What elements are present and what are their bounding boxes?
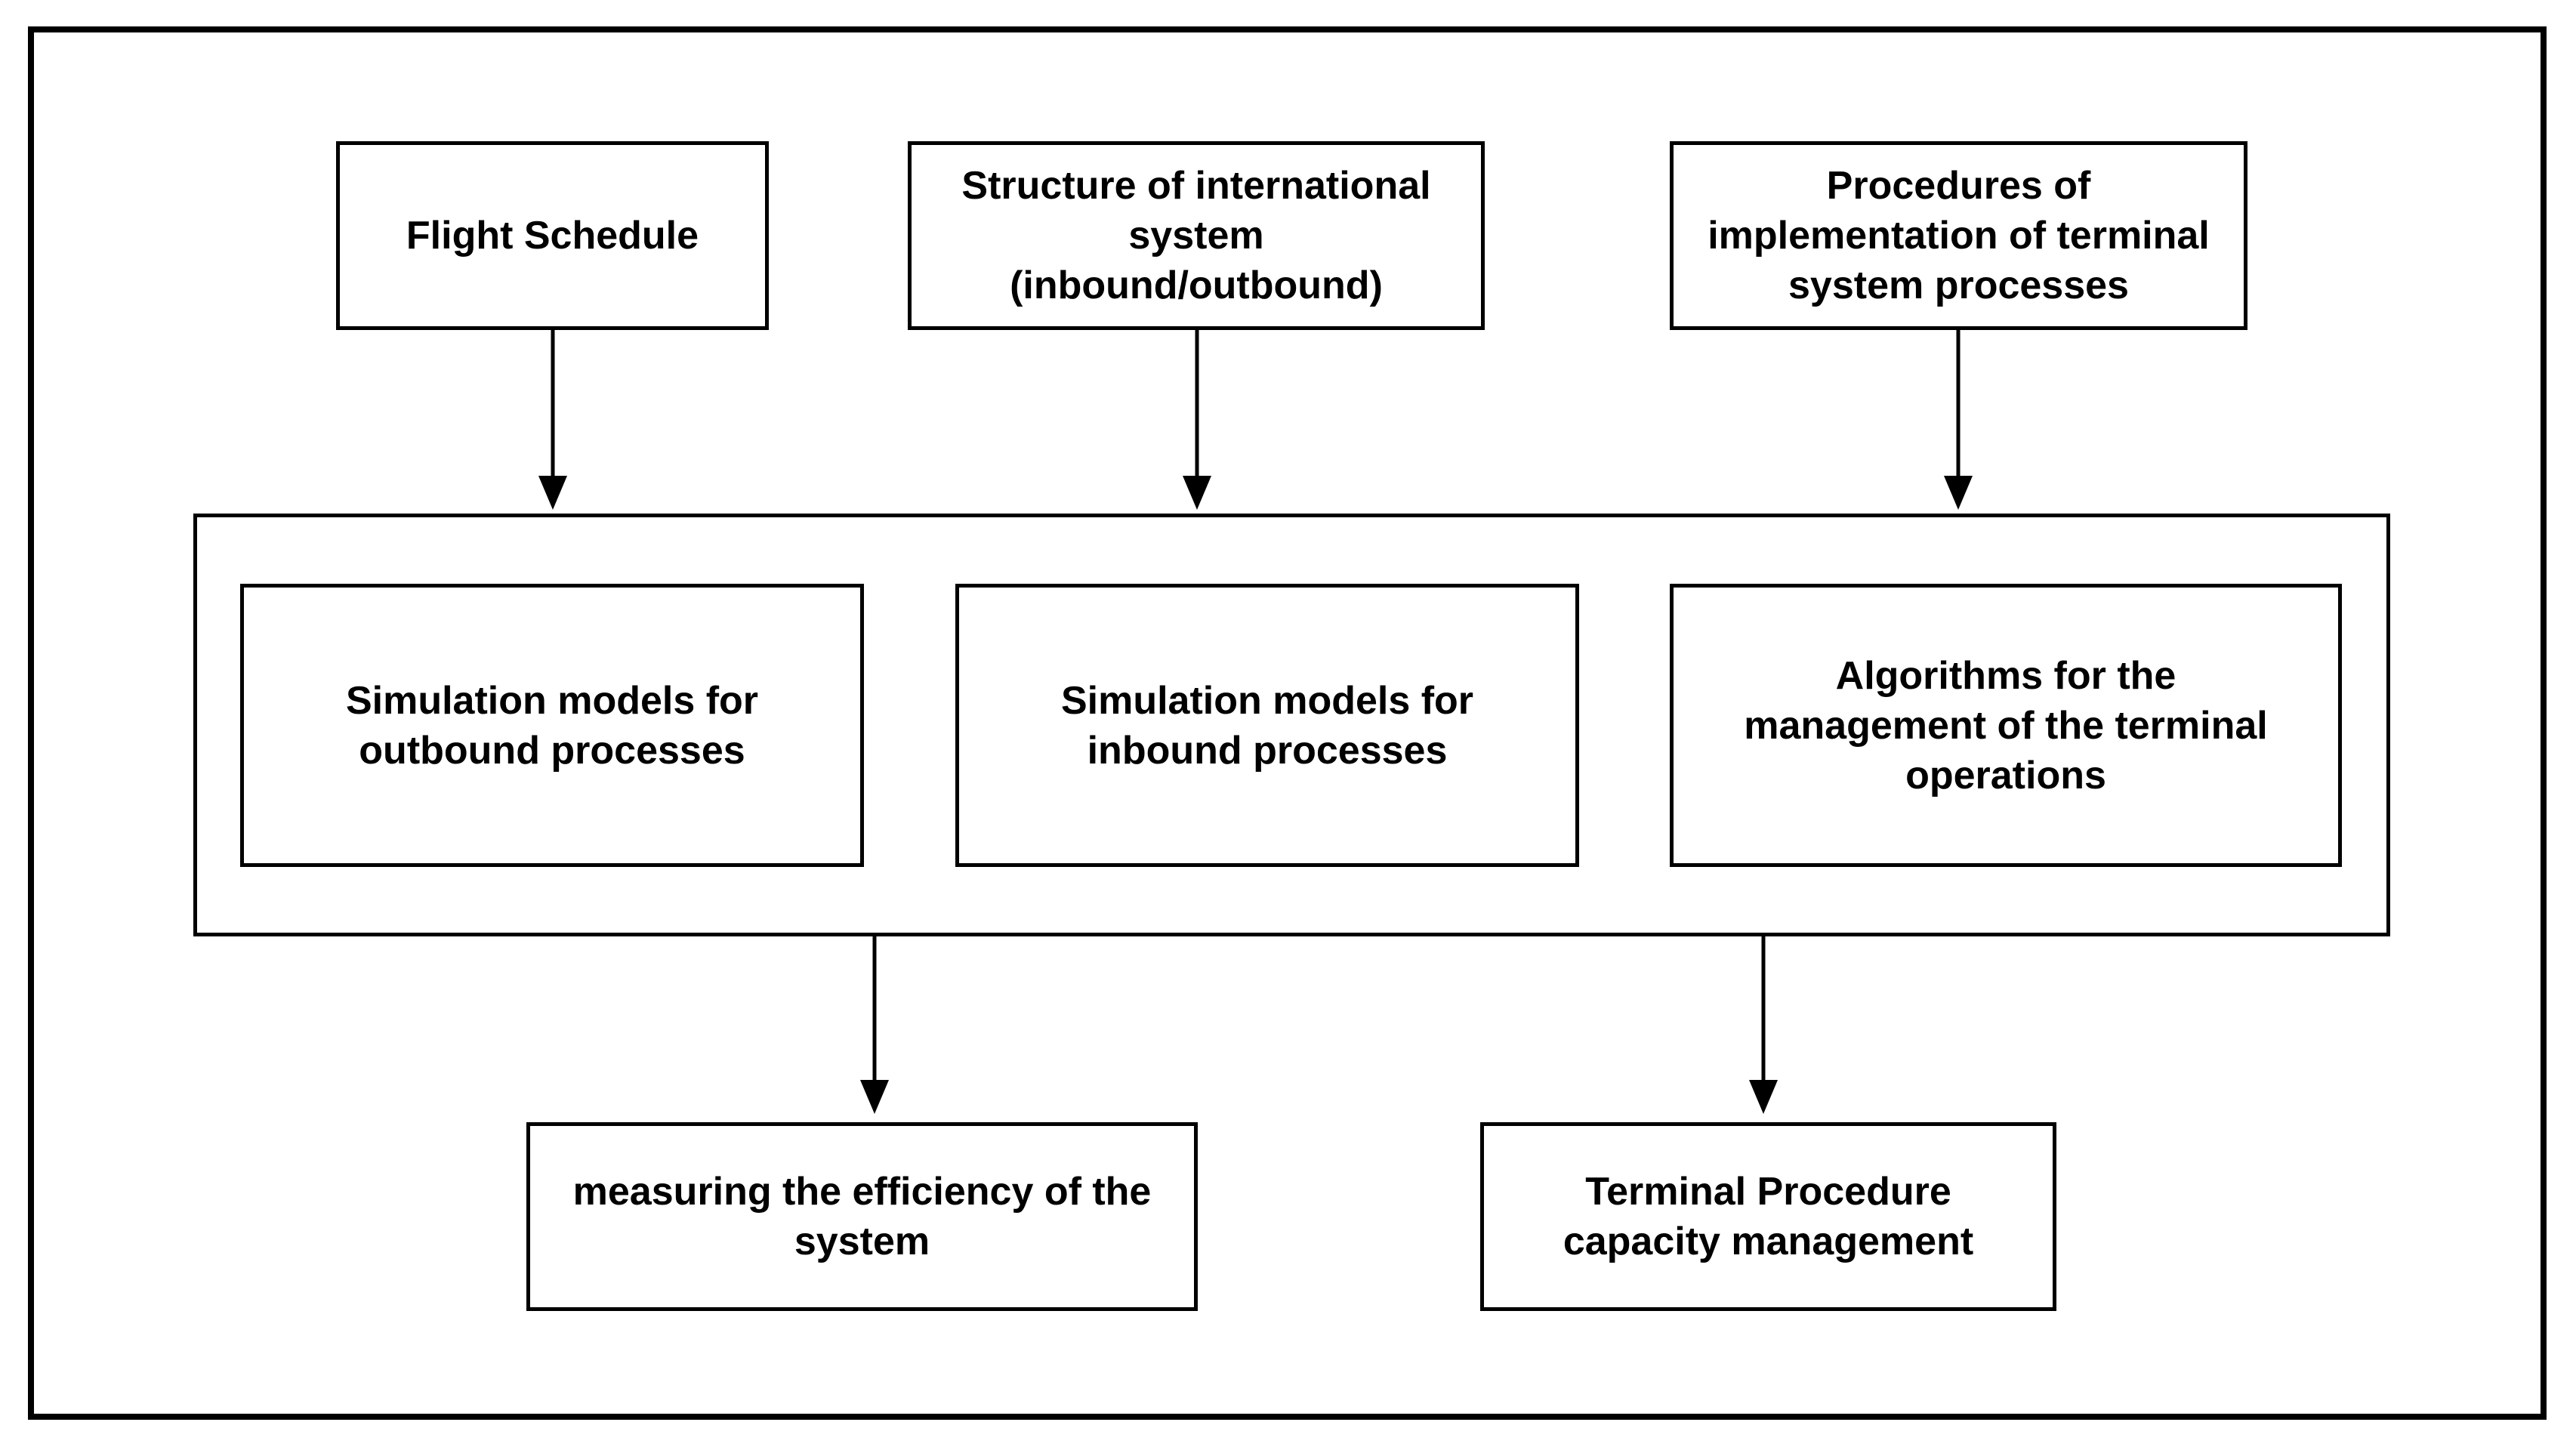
flight-schedule-label: Flight Schedule: [406, 214, 699, 258]
efficiency-label: measuring the efficiency of the system: [572, 1170, 1152, 1263]
inbound-models-label: Simulation models for inbound processes: [1060, 678, 1474, 773]
outbound-models-box: Simulation models for outbound processes: [240, 584, 864, 867]
inbound-models-box: Simulation models for inbound processes: [955, 584, 1579, 867]
terminal-procedures-label: Procedures of implementation of terminal…: [1708, 164, 2210, 307]
terminal-procedures-box: Procedures of implementation of terminal…: [1670, 141, 2247, 330]
algorithms-box: Algorithms for the management of the ter…: [1670, 584, 2342, 867]
diagram-frame: [28, 26, 2547, 1420]
efficiency-box: measuring the efficiency of the system: [526, 1122, 1198, 1311]
capacity-box: Terminal Procedure capacity management: [1480, 1122, 2056, 1311]
flight-schedule-box: Flight Schedule: [336, 141, 769, 330]
algorithms-label: Algorithms for the management of the ter…: [1744, 653, 2268, 797]
international-structure-label: Structure of international system (inbou…: [961, 164, 1431, 307]
capacity-label: Terminal Procedure capacity management: [1563, 1170, 1974, 1263]
international-structure-box: Structure of international system (inbou…: [908, 141, 1485, 330]
outbound-models-label: Simulation models for outbound processes: [345, 678, 759, 773]
models-container: [193, 514, 2390, 936]
